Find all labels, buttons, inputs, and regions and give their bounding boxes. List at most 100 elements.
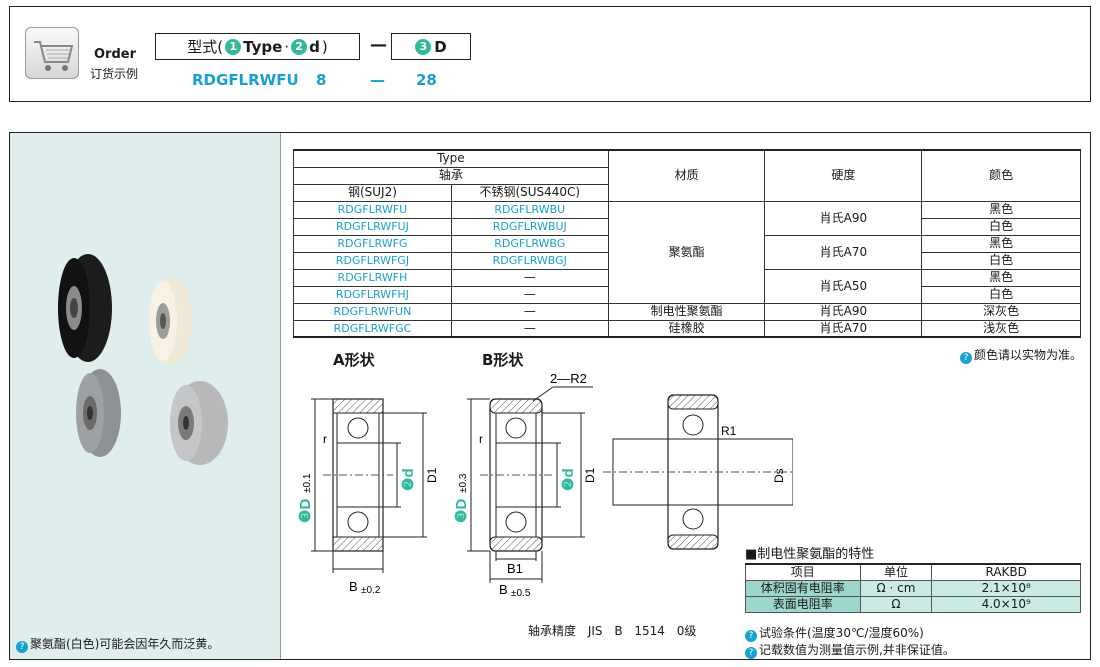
- measured-value-note: 记载数值为测量值示例,并非保证值。: [759, 643, 955, 657]
- header-color: 颜色: [921, 149, 1081, 202]
- hardness-cell: 肖氏A90: [764, 302, 923, 321]
- hint-icon: ?: [16, 641, 28, 653]
- model-label: 型式(: [187, 38, 224, 56]
- steel-model: RDGFLRWFHJ: [293, 285, 452, 304]
- stainless-model: —: [450, 302, 609, 321]
- header-hardness: 硬度: [764, 149, 923, 202]
- hardness-cell: 肖氏A50: [764, 268, 923, 304]
- test-condition-note: 试验条件(温度30℃/湿度60%): [759, 626, 924, 640]
- prop-item: 表面电阻率: [745, 595, 861, 613]
- hardness-cell: 肖氏A70: [764, 234, 923, 270]
- header-material: 材质: [607, 149, 766, 202]
- prop-header-item: 项目: [745, 563, 861, 581]
- color-note-text: 颜色请以实物为准。: [973, 348, 1082, 362]
- r-label-a: r: [323, 432, 327, 446]
- prop-unit: Ω: [859, 595, 933, 613]
- hardness-cell: 肖氏A70: [764, 319, 923, 338]
- color-cell: 黑色: [921, 234, 1081, 253]
- header-steel: 钢(SUJ2): [293, 183, 452, 202]
- technical-drawing: r ❸D ±0.1 ❷d D1 B ±0.2: [297, 373, 793, 599]
- prop-unit: Ω · cm: [859, 579, 933, 597]
- order-title: Order: [94, 47, 136, 62]
- prop-value: 4.0×10⁹: [931, 595, 1081, 613]
- chamfer-label: 2—R2: [550, 373, 587, 386]
- header-stainless: 不锈钢(SUS440C): [450, 183, 609, 202]
- steel-model: RDGFLRWFG: [293, 234, 452, 253]
- properties-table: 项目 单位 RAKBD 体积固有电阻率 Ω · cm 2.1×10⁸ 表面电阻率…: [745, 563, 1081, 613]
- bearing-precision: 轴承精度 JIS B 1514 0级: [528, 624, 697, 638]
- color-cell: 黑色: [921, 268, 1081, 287]
- hint-icon: ?: [745, 647, 757, 659]
- D1-label-a: D1: [425, 467, 439, 483]
- prop-header-value: RAKBD: [931, 563, 1081, 581]
- Ds-label: Ds: [772, 468, 786, 483]
- color-note: ?颜色请以实物为准。: [959, 346, 1082, 364]
- number-2-icon: 2: [291, 38, 308, 55]
- table-row: RDGFLRWFUJ RDGFLRWBUJ 白色: [293, 217, 1081, 236]
- B1-label: B1: [507, 561, 523, 576]
- example-d: 8: [316, 71, 327, 89]
- prop-item: 体积固有电阻率: [745, 579, 861, 597]
- B-label-a: B: [349, 579, 358, 594]
- r-label-b: r: [479, 432, 483, 446]
- stainless-model: —: [450, 319, 609, 338]
- color-cell: 深灰色: [921, 302, 1081, 321]
- table-row: 体积固有电阻率 Ω · cm 2.1×10⁸: [745, 579, 1081, 597]
- order-example-box: Order 订货示例 型式( 1 Type · 2 d ) — 3 D RDGF…: [9, 6, 1091, 102]
- shape-b-drawing: 2—R2 r ❸D ±0.3 ❷d D1 B1 B ±0.5: [453, 373, 597, 599]
- table-row: RDGFLRWFGJ RDGFLRWBGJ 白色: [293, 251, 1081, 270]
- steel-model: RDGFLRWFUN: [293, 302, 452, 321]
- specification-table: Type 材质 硬度 颜色 轴承 钢(SUJ2) 不锈钢(SUS440C) RD…: [293, 149, 1081, 338]
- steel-model: RDGFLRWFGC: [293, 319, 452, 338]
- steel-model: RDGFLRWFU: [293, 200, 452, 219]
- prop-header-unit: 单位: [859, 563, 933, 581]
- D-tolerance-a: ±0.1: [302, 473, 313, 493]
- stainless-model: RDGFLRWBUJ: [450, 217, 609, 236]
- stainless-model: RDGFLRWBU: [450, 200, 609, 219]
- svg-text:❸D: ❸D: [453, 499, 470, 523]
- table-row: RDGFLRWFGC — 硅橡胶 肖氏A70 浅灰色: [293, 319, 1081, 338]
- separator-dot: ·: [284, 37, 290, 56]
- prop-value: 2.1×10⁸: [931, 579, 1081, 597]
- header-type: Type: [293, 149, 609, 168]
- product-panel: ?聚氨酯(白色)可能会因年久而泛黄。 Type 材质 硬度 颜色 轴承 钢(SU…: [9, 132, 1091, 660]
- type-label: Type: [243, 37, 283, 56]
- shaft-mount-drawing: R1 Ds: [603, 394, 793, 550]
- table-row: 表面电阻率 Ω 4.0×10⁹: [745, 595, 1081, 613]
- shape-a-title: A形状: [333, 351, 375, 369]
- stainless-model: —: [450, 268, 609, 287]
- shopping-cart-icon: [25, 27, 79, 79]
- stainless-model: RDGFLRWBGJ: [450, 251, 609, 270]
- hardness-cell: 肖氏A90: [764, 200, 923, 236]
- number-3-icon: 3: [415, 38, 432, 55]
- color-cell: 白色: [921, 251, 1081, 270]
- steel-model: RDGFLRWFH: [293, 268, 452, 287]
- D-tolerance-b: ±0.3: [458, 473, 469, 493]
- steel-model: RDGFLRWFGJ: [293, 251, 452, 270]
- svg-text:❷d: ❷d: [400, 468, 417, 491]
- yellowing-note: ?聚氨酯(白色)可能会因年久而泛黄。: [16, 635, 219, 653]
- shape-a-drawing: r ❸D ±0.1 ❷d D1 B ±0.2: [297, 398, 439, 596]
- order-subtitle: 订货示例: [90, 67, 139, 81]
- hint-icon: ?: [959, 352, 972, 364]
- R1-label: R1: [721, 424, 737, 438]
- table-row: RDGFLRWFH — 肖氏A50 黑色: [293, 268, 1081, 304]
- D-format-box: 3 D: [391, 33, 471, 60]
- properties-title: ■制电性聚氨酯的特性: [745, 547, 875, 562]
- table-row: RDGFLRWFUN — 制电性聚氨酯 肖氏A90 深灰色: [293, 302, 1081, 321]
- model-format-box: 型式( 1 Type · 2 d ): [155, 33, 360, 60]
- model-suffix: ): [321, 37, 328, 56]
- color-cell: 浅灰色: [921, 319, 1081, 338]
- stainless-model: —: [450, 285, 609, 304]
- number-1-icon: 1: [225, 38, 242, 55]
- wheel-photo-image: [58, 254, 228, 465]
- svg-text:❸D: ❸D: [297, 499, 314, 523]
- stainless-model: RDGFLRWBG: [450, 234, 609, 253]
- example-D: 28: [416, 71, 437, 89]
- d-label: d: [309, 37, 320, 56]
- example-model: RDGFLRWFU: [192, 71, 299, 89]
- table-row: RDGFLRWFU RDGFLRWBU 聚氨酯 肖氏A90 黑色: [293, 200, 1081, 304]
- B-tolerance-b: ±0.5: [511, 588, 531, 599]
- D-label: D: [434, 37, 447, 56]
- steel-model: RDGFLRWFUJ: [293, 217, 452, 236]
